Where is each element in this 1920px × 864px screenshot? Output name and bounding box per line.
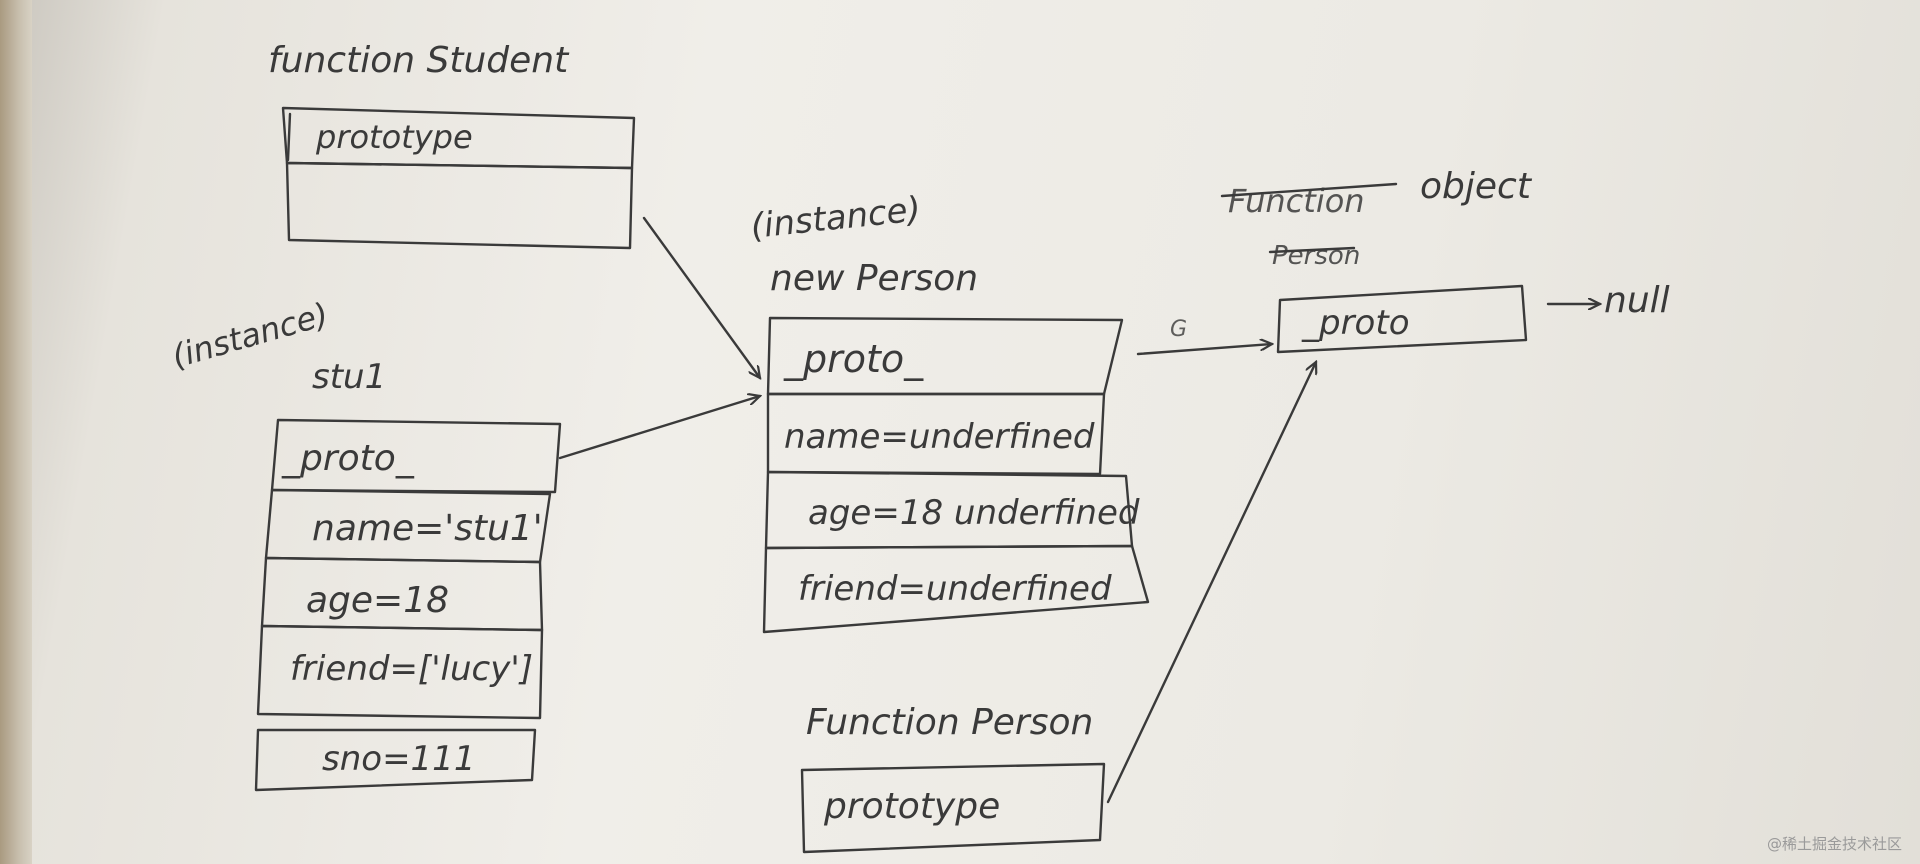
person-prototype-slot-box bbox=[800, 762, 1106, 854]
stu1-instance-block: (instance) stu1 _proto_ name='stu1' age=… bbox=[168, 295, 562, 792]
person-row-name-box bbox=[766, 392, 1106, 476]
person-instance-block: (instance) new Person _proto_ name=under… bbox=[749, 189, 1150, 634]
notebook-binding-edge bbox=[0, 0, 32, 864]
object-prototype-block: Function object Person _proto null bbox=[1220, 166, 1670, 354]
arrow-stu1-proto-to-person-instance bbox=[558, 396, 760, 460]
null-label: null bbox=[1604, 280, 1670, 321]
student-empty-slot-box bbox=[285, 161, 634, 250]
stu1-row-friend: friend=['lucy'] bbox=[290, 649, 533, 689]
stu1-row-sno-box bbox=[254, 728, 537, 792]
crossed-person-word: Person bbox=[1272, 241, 1360, 271]
person-row-friend: friend=underfined bbox=[798, 569, 1112, 609]
stu1-row-name: name='stu1' bbox=[312, 508, 543, 549]
strike-function-line bbox=[1220, 182, 1398, 198]
person-function-block: Function Person prototype bbox=[800, 702, 1106, 854]
object-title: object bbox=[1420, 166, 1533, 207]
stu1-row-age: age=18 bbox=[306, 580, 449, 621]
student-function-title: function Student bbox=[268, 40, 570, 81]
arrow-person-proto-to-object bbox=[1136, 344, 1272, 356]
stu1-name: stu1 bbox=[312, 357, 386, 397]
arrow-person-prototype-to-object bbox=[1106, 362, 1316, 804]
person-row-friend-box bbox=[762, 544, 1150, 634]
student-function-block: function Student prototype bbox=[268, 40, 636, 250]
person-instance-tag: (instance) bbox=[749, 189, 923, 247]
watermark: @稀土掘金技术社区 bbox=[1766, 835, 1902, 853]
stu1-row-friend-box bbox=[256, 624, 544, 720]
person-prototype-slot: prototype bbox=[823, 786, 1000, 827]
person-row-proto: _proto_ bbox=[783, 337, 924, 381]
arrow-scribble-mark: G bbox=[1170, 317, 1187, 342]
student-prototype-label: prototype bbox=[315, 118, 473, 156]
person-row-age: age=18 underfined bbox=[808, 493, 1140, 533]
student-slot-tick bbox=[286, 112, 292, 162]
person-row-name: name=underfined bbox=[784, 417, 1095, 457]
object-proto-slot-box bbox=[1276, 284, 1528, 354]
stu1-row-sno: sno=111 bbox=[322, 739, 475, 779]
stu1-row-proto: _proto_ bbox=[281, 438, 415, 479]
person-function-title: Function Person bbox=[806, 702, 1093, 743]
stu1-row-proto-box bbox=[270, 418, 562, 494]
stu1-instance-tag: (instance) bbox=[168, 295, 333, 376]
object-proto-slot: _proto bbox=[1301, 303, 1410, 343]
arrow-student-prototype-to-person-instance bbox=[642, 216, 760, 378]
person-instance-title: new Person bbox=[770, 258, 978, 299]
strike-person-line bbox=[1268, 246, 1356, 254]
